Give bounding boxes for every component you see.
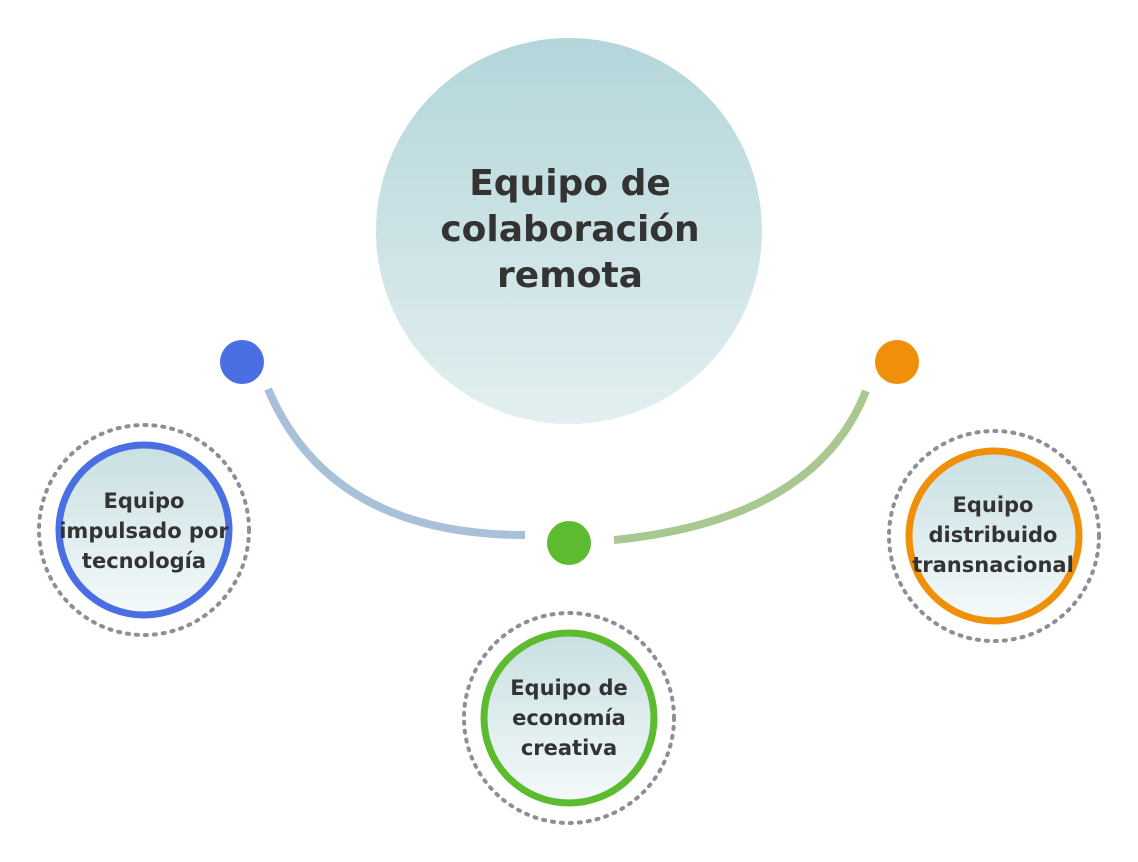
node-crea-ring: [480, 629, 658, 807]
center-title: Equipo de colaboración remota: [400, 155, 740, 305]
center-circle: [376, 38, 762, 424]
connector-right: [613, 389, 870, 544]
anchor-dot-dist: [875, 340, 919, 384]
node-dist-label-line-1: Equipo: [952, 493, 1034, 517]
center-title-line-3: remota: [497, 255, 643, 296]
node-dist: [887, 429, 1101, 643]
node-crea-label-line-3: creativa: [520, 736, 618, 760]
node-crea-label-line-2: economía: [512, 706, 626, 730]
node-dist-label-line-2: distribuido: [928, 523, 1058, 547]
anchor-dot-crea: [547, 521, 591, 565]
node-tech-label-line-3: tecnología: [81, 549, 207, 573]
node-tech-dotted-ring: [37, 423, 251, 637]
anchor-dot-tech: [220, 340, 264, 384]
node-crea-label: Equipo de economía creativa: [469, 668, 669, 768]
node-dist-ring: [905, 447, 1083, 625]
node-dist-label-line-3: transnacional: [912, 553, 1074, 577]
node-tech-label: Equipo impulsado por tecnología: [44, 481, 244, 581]
center-title-line-2: colaboración: [440, 209, 700, 250]
node-crea-dotted-ring: [462, 611, 676, 825]
center-title-line-1: Equipo de: [469, 163, 671, 204]
node-crea-label-line-1: Equipo de: [510, 676, 628, 700]
node-dist-label: Equipo distribuido transnacional: [893, 485, 1093, 585]
node-tech-fill: [62, 448, 226, 612]
node-tech-label-line-2: impulsado por: [59, 519, 229, 543]
connector-left: [264, 387, 526, 539]
node-crea-fill: [487, 636, 651, 800]
node-crea: [462, 611, 676, 825]
node-tech: [37, 423, 251, 637]
node-tech-ring: [55, 441, 233, 619]
node-dist-dotted-ring: [887, 429, 1101, 643]
node-dist-fill: [912, 454, 1076, 618]
node-tech-label-line-1: Equipo: [103, 489, 185, 513]
